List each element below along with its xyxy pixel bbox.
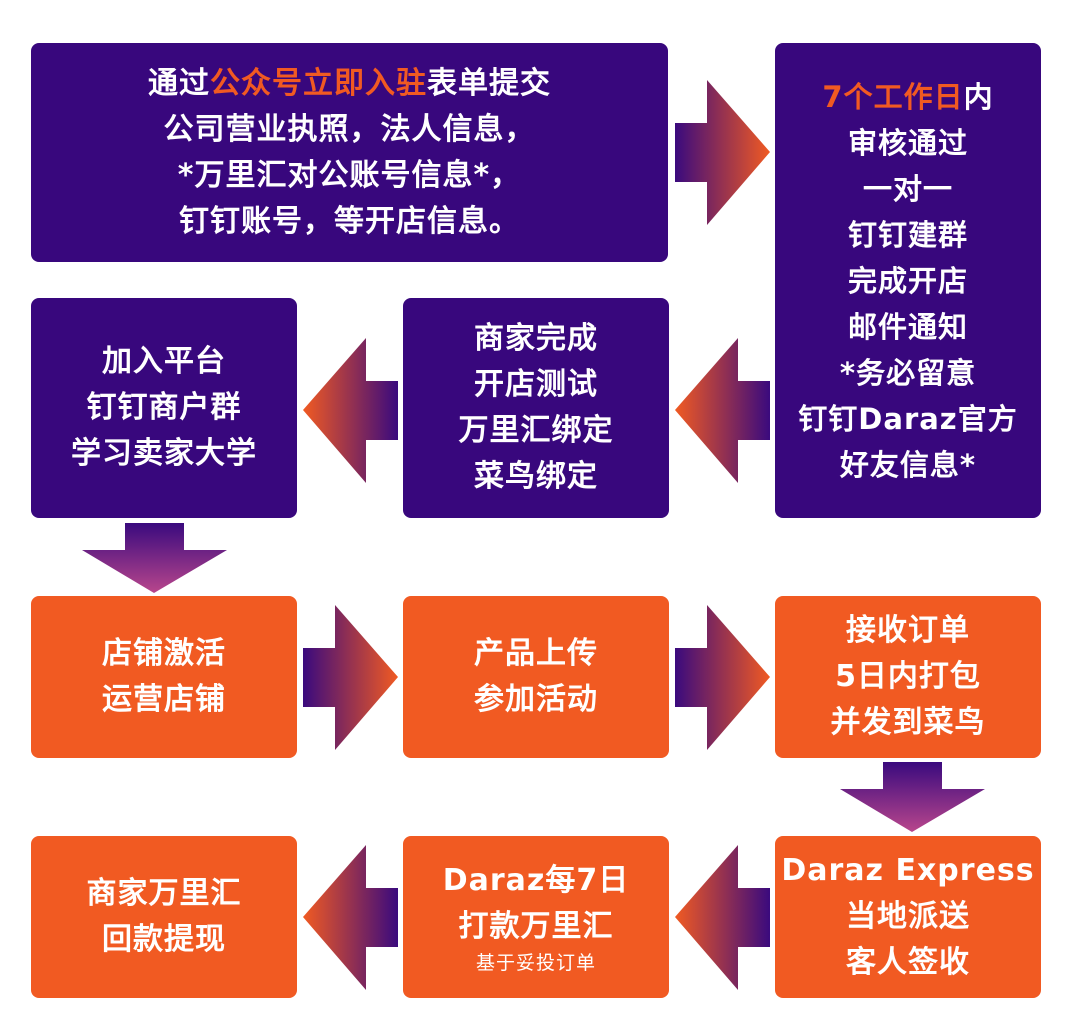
official-account-highlight: 公众号立即入驻	[210, 65, 427, 101]
payout-line: 打款万里汇	[458, 909, 614, 944]
submit-form-line4: 钉钉账号，等开店信息。	[179, 203, 520, 239]
delivery-line: Daraz Express	[781, 853, 1035, 888]
delivery-line: 客人签收	[846, 945, 970, 980]
payout-note: 基于妥投订单	[475, 952, 596, 974]
upload-products-line: 产品上传	[474, 636, 598, 671]
submit-form-line2: 公司营业执照，法人信息，	[163, 111, 536, 147]
step-upload-products: 产品上传 参加活动	[403, 596, 669, 758]
merchant-test-line: 菜鸟绑定	[474, 459, 598, 494]
activate-store-line: 运营店铺	[102, 682, 226, 717]
step-activate-store: 店铺激活 运营店铺	[31, 596, 297, 758]
merchant-test-line: 万里汇绑定	[458, 413, 614, 448]
arrow-right-icon	[675, 605, 770, 750]
arrow-left-icon	[303, 338, 398, 483]
review-line: 邮件通知	[847, 309, 968, 344]
step-merchant-test: 商家完成 开店测试 万里汇绑定 菜鸟绑定	[403, 298, 669, 518]
submit-form-line1: 通过公众号立即入驻表单提交	[148, 65, 551, 101]
review-line: *务必留意	[839, 355, 977, 390]
review-line: 审核通过	[847, 125, 968, 160]
merchant-test-line: 开店测试	[474, 367, 598, 402]
seven-workdays-highlight: 7个工作日	[822, 79, 964, 114]
join-platform-line: 钉钉商户群	[86, 390, 242, 425]
review-line: 钉钉Daraz官方	[798, 401, 1018, 436]
receive-orders-line: 并发到菜鸟	[830, 705, 986, 740]
step-payout: Daraz每7日 打款万里汇 基于妥投订单	[403, 836, 669, 998]
arrow-down-icon	[82, 523, 227, 593]
step-join-platform: 加入平台 钉钉商户群 学习卖家大学	[31, 298, 297, 518]
delivery-line: 当地派送	[846, 899, 970, 934]
payout-line: Daraz每7日	[442, 863, 630, 898]
arrow-left-icon	[303, 845, 398, 990]
arrow-right-icon	[303, 605, 398, 750]
receive-orders-line: 5日内打包	[835, 659, 981, 694]
review-line: 完成开店	[847, 263, 968, 298]
withdraw-line: 回款提现	[102, 922, 226, 957]
arrow-left-icon	[675, 338, 770, 483]
join-platform-line: 学习卖家大学	[71, 436, 257, 471]
arrow-left-icon	[675, 845, 770, 990]
step-delivery: Daraz Express 当地派送 客人签收	[775, 836, 1041, 998]
review-line: 一对一	[862, 171, 953, 206]
step-receive-orders: 接收订单 5日内打包 并发到菜鸟	[775, 596, 1041, 758]
review-line1: 7个工作日内	[822, 79, 994, 114]
arrow-right-icon	[675, 80, 770, 225]
submit-form-line3: *万里汇对公账号信息*，	[177, 157, 522, 193]
step-withdraw: 商家万里汇 回款提现	[31, 836, 297, 998]
join-platform-line: 加入平台	[102, 344, 226, 379]
withdraw-line: 商家万里汇	[86, 876, 242, 911]
arrow-down-icon	[840, 762, 985, 832]
step-review: 7个工作日内 审核通过 一对一 钉钉建群 完成开店 邮件通知 *务必留意 钉钉D…	[775, 43, 1041, 518]
review-line: 钉钉建群	[847, 217, 968, 252]
step-submit-form: 通过公众号立即入驻表单提交 公司营业执照，法人信息， *万里汇对公账号信息*， …	[31, 43, 668, 262]
activate-store-line: 店铺激活	[102, 636, 226, 671]
merchant-test-line: 商家完成	[474, 321, 598, 356]
receive-orders-line: 接收订单	[846, 613, 970, 648]
review-line: 好友信息*	[839, 447, 977, 482]
upload-products-line: 参加活动	[474, 682, 598, 717]
